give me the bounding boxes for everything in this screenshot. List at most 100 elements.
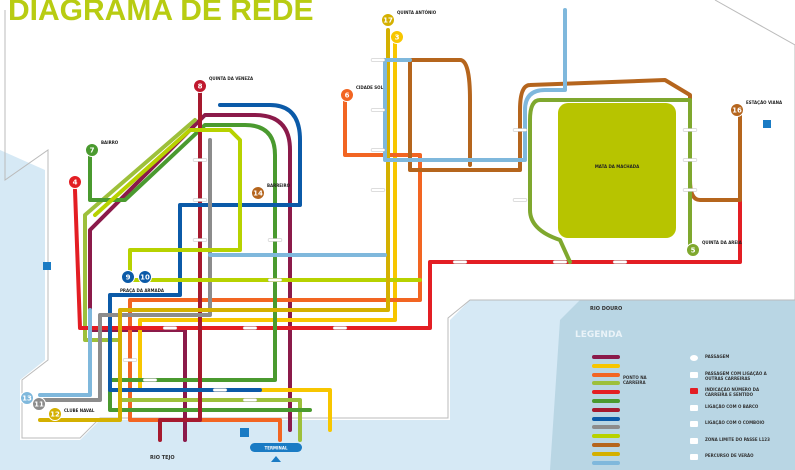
legend-line-swatch [592,451,620,456]
terminal-station [250,443,302,452]
route-badge-7[interactable] [85,143,99,157]
bus-route-line-4[interactable] [73,123,742,330]
stop-marker[interactable] [192,238,208,242]
legend-item-label: PASSAGEM COM LIGAÇÃO A OUTRAS CARREIRAS [705,370,767,381]
route-badge-number: 12 [50,411,60,419]
legend-swatch-label: PONTO NA CARREIRA [623,375,647,385]
stop-marker[interactable] [267,238,283,242]
route-badge-11[interactable] [32,397,46,411]
legend-item-label: ZONA LIMITE DO PASSE L123 [705,436,770,442]
route-badge-number: 4 [73,179,78,187]
summer-route-icon [690,454,698,460]
route-badge-number: 8 [198,83,203,91]
stop-marker[interactable] [682,158,698,162]
terminal-label: QUINTA ANTÓNIO [397,10,437,15]
legend-item-label: PASSAGEM [705,354,730,359]
route-badge-number: 7 [90,147,95,155]
route-badge-10[interactable] [138,270,152,284]
stop-marker[interactable] [370,108,386,112]
legend-line-swatch [592,390,620,395]
water-label-south: RIO TEJO [150,455,175,461]
terminal-label: BARREIRO [267,183,291,188]
legend-line-swatch [592,407,620,412]
stop-marker[interactable] [267,278,283,282]
legend-item-label: INDICAÇÃO NÚMERO DA CARREIRA E SENTIDO [705,387,760,397]
route-number-icon [690,388,698,394]
route-badge-16[interactable] [730,103,744,117]
route-badge-number: 5 [691,247,696,255]
transfer-bar-icon [690,371,698,378]
route-badge-number: 13 [22,395,32,403]
bus-route-line-13[interactable] [528,98,692,264]
page-title: DIAGRAMA DE REDE [8,0,314,27]
route-badge-8[interactable] [193,79,207,93]
train-icon [690,421,698,427]
route-badge-12[interactable] [48,407,62,421]
train-icon-map [43,262,51,270]
stop-marker[interactable] [192,198,208,202]
stop-marker[interactable] [332,326,348,330]
route-badge-17[interactable] [381,13,395,27]
stop-marker[interactable] [512,198,528,202]
route-badge-5[interactable] [686,243,700,257]
stop-marker[interactable] [242,326,258,330]
legend-line-swatch [592,381,620,386]
zone-limit-icon [690,437,698,444]
bus-route-line-7[interactable] [108,103,302,392]
stop-marker[interactable] [122,358,138,362]
boat-icon-map [240,428,249,437]
stop-marker[interactable] [192,158,208,162]
bus-route-line-6[interactable] [158,88,202,442]
legend-item-label: LIGAÇÃO COM O COMBOIO [705,420,765,425]
bus-route-line-12[interactable] [38,8,567,397]
legend-line-swatch [592,434,620,439]
bus-route-line-10[interactable] [408,58,742,202]
stop-marker[interactable] [682,128,698,132]
legend-line-swatch [592,399,620,403]
legend-line-swatch [592,355,620,359]
stop-marker[interactable] [142,378,158,382]
route-badge-number: 9 [126,274,131,282]
route-badge-14[interactable] [251,186,265,200]
stop-marker[interactable] [370,58,386,62]
stop-marker[interactable] [212,388,228,392]
legend-water [550,300,795,470]
stop-marker[interactable] [162,326,178,330]
stop-marker[interactable] [512,128,528,132]
park-label: MATA DA MACHADA [595,164,640,169]
stop-marker[interactable] [612,260,628,264]
legend-item-label: LIGAÇÃO COM O BARCO [705,403,759,409]
terminal-label: CLUBE NAVAL [64,408,95,413]
route-badge-number: 10 [140,274,150,282]
terminal-label: QUINTA DA AREIA [702,240,743,245]
stop-marker[interactable] [682,188,698,192]
route-badge-3[interactable] [390,30,404,44]
legend-line-swatch [592,372,620,377]
route-badge-number: 16 [732,107,742,115]
route-badge-9[interactable] [121,270,135,284]
land-outline [4,0,795,439]
terminal-label: PRAÇA DA ARMADA [120,288,165,293]
boat-icon-east [763,120,771,128]
bus-route-line-11[interactable] [38,28,390,422]
terminal-label: QUINTA DA VENEZA [209,76,254,81]
route-badge-13[interactable] [20,391,34,405]
stop-marker[interactable] [242,398,258,402]
bus-route-line-0[interactable] [88,113,292,442]
bus-route-line-1[interactable] [138,33,397,432]
stop-marker[interactable] [370,148,386,152]
route-badge-number: 14 [253,190,263,198]
terminal-label: BAIRRO [101,140,119,145]
stop-marker[interactable] [370,188,386,192]
route-badge-4[interactable] [68,175,82,189]
legend-line-swatch [592,443,620,447]
stop-marker[interactable] [452,260,468,264]
bus-route-line-5[interactable] [88,123,312,412]
stop-marker[interactable] [552,260,568,264]
stop-icon [690,355,698,361]
route-badge-number: 17 [383,17,393,25]
route-badge-6[interactable] [340,88,354,102]
legend-line-swatch [592,460,620,465]
legend-line-swatch [592,416,620,421]
